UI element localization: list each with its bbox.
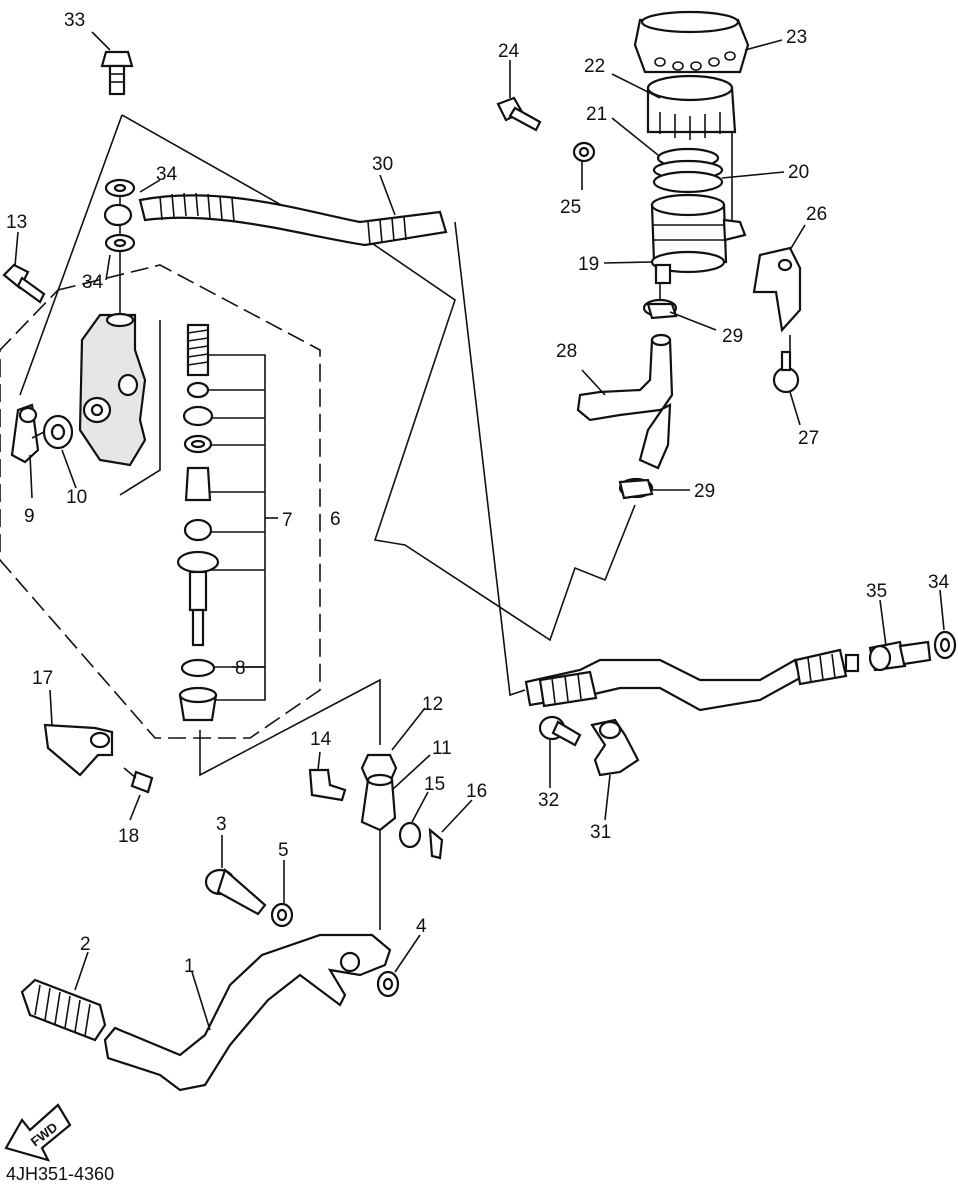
diagram-code: 4JH351-4360	[6, 1164, 114, 1184]
callout-4: 4	[416, 916, 427, 937]
callout-1: 1	[184, 956, 195, 977]
callout-34-lower: 34	[82, 272, 104, 293]
callout-27: 27	[798, 428, 819, 449]
part-22-reservoir-cap	[646, 74, 737, 140]
callout-29-upper: 29	[722, 326, 743, 347]
callout-9: 9	[24, 506, 35, 527]
callout-6: 6	[330, 509, 341, 530]
part-5-washer	[270, 902, 294, 928]
callout-35: 35	[866, 581, 887, 602]
callout-32: 32	[538, 790, 559, 811]
part-9-elbow	[10, 403, 40, 464]
part-19-reservoir	[650, 193, 747, 285]
part-25-clip	[572, 141, 596, 163]
part-15-washer	[398, 821, 422, 849]
callout-28: 28	[556, 341, 577, 362]
part-35-union-bolt	[868, 640, 932, 672]
part-34-washer-right	[933, 630, 957, 660]
group-6-outline	[0, 264, 321, 739]
part-8-circlip	[180, 658, 216, 678]
part-28-hose	[576, 333, 674, 470]
part-27-bolt	[772, 350, 800, 394]
callout-18: 18	[118, 826, 139, 847]
callout-7: 7	[282, 510, 293, 531]
callout-34-right: 34	[928, 572, 950, 593]
callout-10: 10	[66, 487, 87, 508]
part-7-piston-kit	[176, 323, 220, 647]
fwd-arrow-icon: FWD	[4, 1103, 72, 1162]
callout-30: 30	[372, 154, 393, 175]
callout-21: 21	[586, 104, 607, 125]
part-31-hose-guide	[590, 718, 640, 777]
callout-labels: 1 2 3 4 5 6 7 8 9 10 11 12 13 14 15 16 1…	[6, 10, 950, 977]
part-34-washer-lower	[104, 233, 136, 253]
callout-34-upper: 34	[156, 164, 178, 185]
callout-2: 2	[80, 934, 91, 955]
callout-25: 25	[560, 197, 581, 218]
part-13-bolt	[2, 263, 46, 304]
part-brake-hose-lower	[524, 648, 860, 712]
part-17-bracket	[43, 723, 114, 777]
part-29-clamp-lower	[618, 477, 654, 500]
part-29-clamp-upper	[642, 298, 678, 320]
callout-16: 16	[466, 781, 487, 802]
part-18-bolt	[123, 767, 154, 794]
callout-22: 22	[584, 56, 605, 77]
part-16-cotter-pin	[428, 827, 444, 860]
part-11-clevis	[360, 773, 397, 832]
part-34-washer-upper	[104, 178, 136, 198]
callout-29-lower: 29	[694, 481, 715, 502]
part-20-plate	[652, 170, 724, 194]
part-30-hose	[103, 192, 448, 247]
part-23-reservoir-cover	[633, 10, 750, 74]
callout-23: 23	[786, 27, 807, 48]
callout-8: 8	[235, 658, 246, 679]
callout-14: 14	[310, 729, 332, 750]
callout-12: 12	[422, 694, 443, 715]
callout-19: 19	[578, 254, 599, 275]
callout-33: 33	[64, 10, 85, 31]
callout-5: 5	[278, 840, 289, 861]
part-14-pin	[308, 768, 347, 802]
part-10-cap	[31, 414, 74, 450]
callout-17: 17	[32, 668, 53, 689]
part-1-brake-pedal	[103, 933, 392, 1092]
part-4-washer	[376, 970, 400, 998]
callout-13: 13	[6, 212, 27, 233]
part-3-pivot-bolt	[204, 868, 267, 916]
callout-26: 26	[806, 204, 827, 225]
callout-24: 24	[498, 41, 520, 62]
callout-11: 11	[432, 738, 452, 759]
part-boot	[178, 686, 218, 722]
callout-20: 20	[788, 162, 809, 183]
callout-31: 31	[590, 822, 611, 843]
part-master-cylinder-body	[78, 312, 147, 467]
part-2-footrest-rubber	[20, 978, 107, 1042]
part-26-bracket	[752, 246, 802, 333]
part-33-bolt	[100, 50, 134, 96]
callout-leaders	[14, 31, 945, 1031]
callout-15: 15	[424, 774, 445, 795]
callout-3: 3	[216, 814, 227, 835]
part-24-screw	[496, 96, 542, 132]
part-32-bolt	[538, 715, 582, 747]
